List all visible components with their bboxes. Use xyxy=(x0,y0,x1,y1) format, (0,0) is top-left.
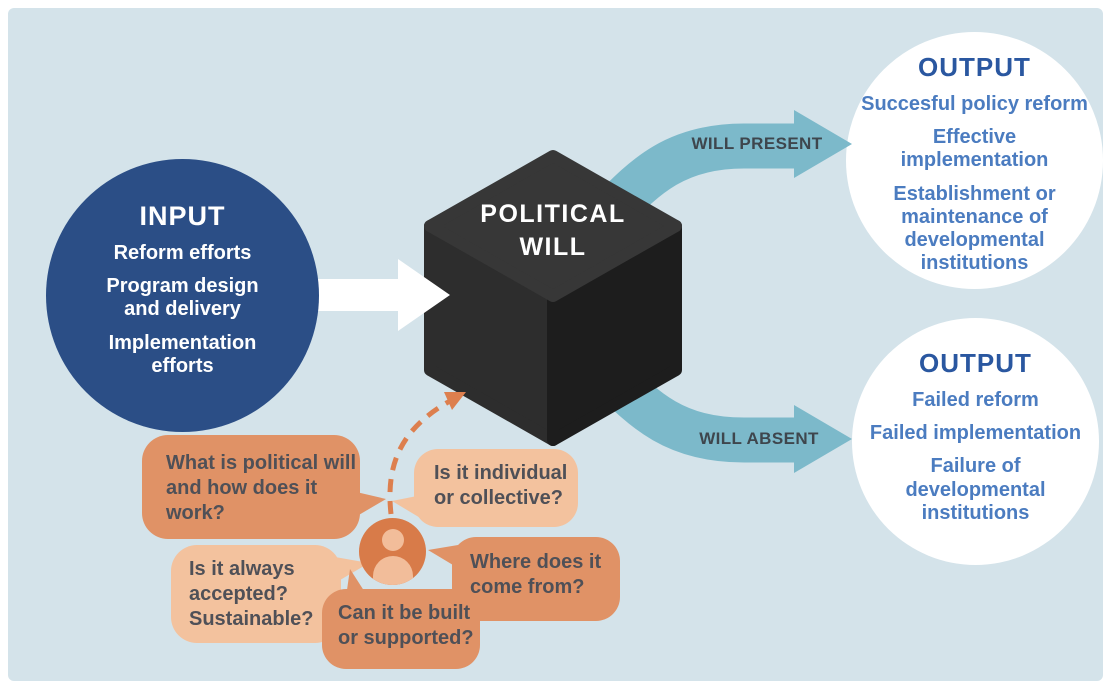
output-absent-title: OUTPUT xyxy=(919,348,1032,378)
question-bubble-built: Can it be built or supported? xyxy=(322,569,480,669)
output-present-item: Establishment or maintenance of developm… xyxy=(893,182,1056,275)
person-icon-head xyxy=(381,529,404,551)
output-absent-circle: OUTPUT Failed reform Failed implementati… xyxy=(852,318,1099,565)
question-text: Is it individual or collective? xyxy=(434,462,568,509)
output-absent-item: Failure of developmental institutions xyxy=(905,455,1046,524)
bubble-tail xyxy=(428,545,458,568)
question-text: Can it be built or supported? xyxy=(338,602,474,649)
bubble-tail xyxy=(352,491,386,519)
person-icon xyxy=(359,518,426,585)
question-bubble-individual: Is it individual or collective? xyxy=(392,449,578,527)
input-title: INPUT xyxy=(139,201,226,231)
input-item: Program design and delivery xyxy=(106,275,259,321)
will-present-label: WILL PRESENT xyxy=(691,134,823,153)
question-dashed-arrow xyxy=(387,392,466,515)
bubble-tail xyxy=(392,495,422,519)
output-absent-item: Failed reform xyxy=(912,389,1039,411)
output-present-item: Effective implementation xyxy=(900,126,1049,172)
input-item: Implementation efforts xyxy=(108,331,257,377)
bubble-tail xyxy=(346,569,368,597)
question-bubble-what-is: What is political will and how does it w… xyxy=(142,435,386,539)
person-icon-body xyxy=(372,556,413,585)
output-present-item: Succesful policy reform xyxy=(861,93,1088,115)
question-bubble-accepted: Is it always accepted? Sustainable? xyxy=(171,545,369,643)
dashed-curve xyxy=(387,398,452,515)
question-text: What is political will and how does it w… xyxy=(166,452,357,524)
output-present-title: OUTPUT xyxy=(918,52,1031,82)
question-text: Is it always accepted? Sustainable? xyxy=(189,558,314,630)
question-text: Where does it come from? xyxy=(470,551,602,598)
dashed-arrowhead xyxy=(444,392,466,410)
will-absent-label: WILL ABSENT xyxy=(699,429,819,448)
input-circle: INPUT Reform efforts Program design and … xyxy=(46,159,319,432)
political-will-cube xyxy=(424,150,682,446)
input-arrow xyxy=(295,259,450,331)
output-present-circle: OUTPUT Succesful policy reform Effective… xyxy=(846,32,1103,289)
cube-label: POLITICAL WILL xyxy=(480,200,626,261)
question-bubble-where-from: Where does it come from? xyxy=(428,537,620,621)
input-item: Reform efforts xyxy=(113,242,252,264)
output-absent-item: Failed implementation xyxy=(869,422,1082,445)
cube-top-face xyxy=(424,150,682,302)
